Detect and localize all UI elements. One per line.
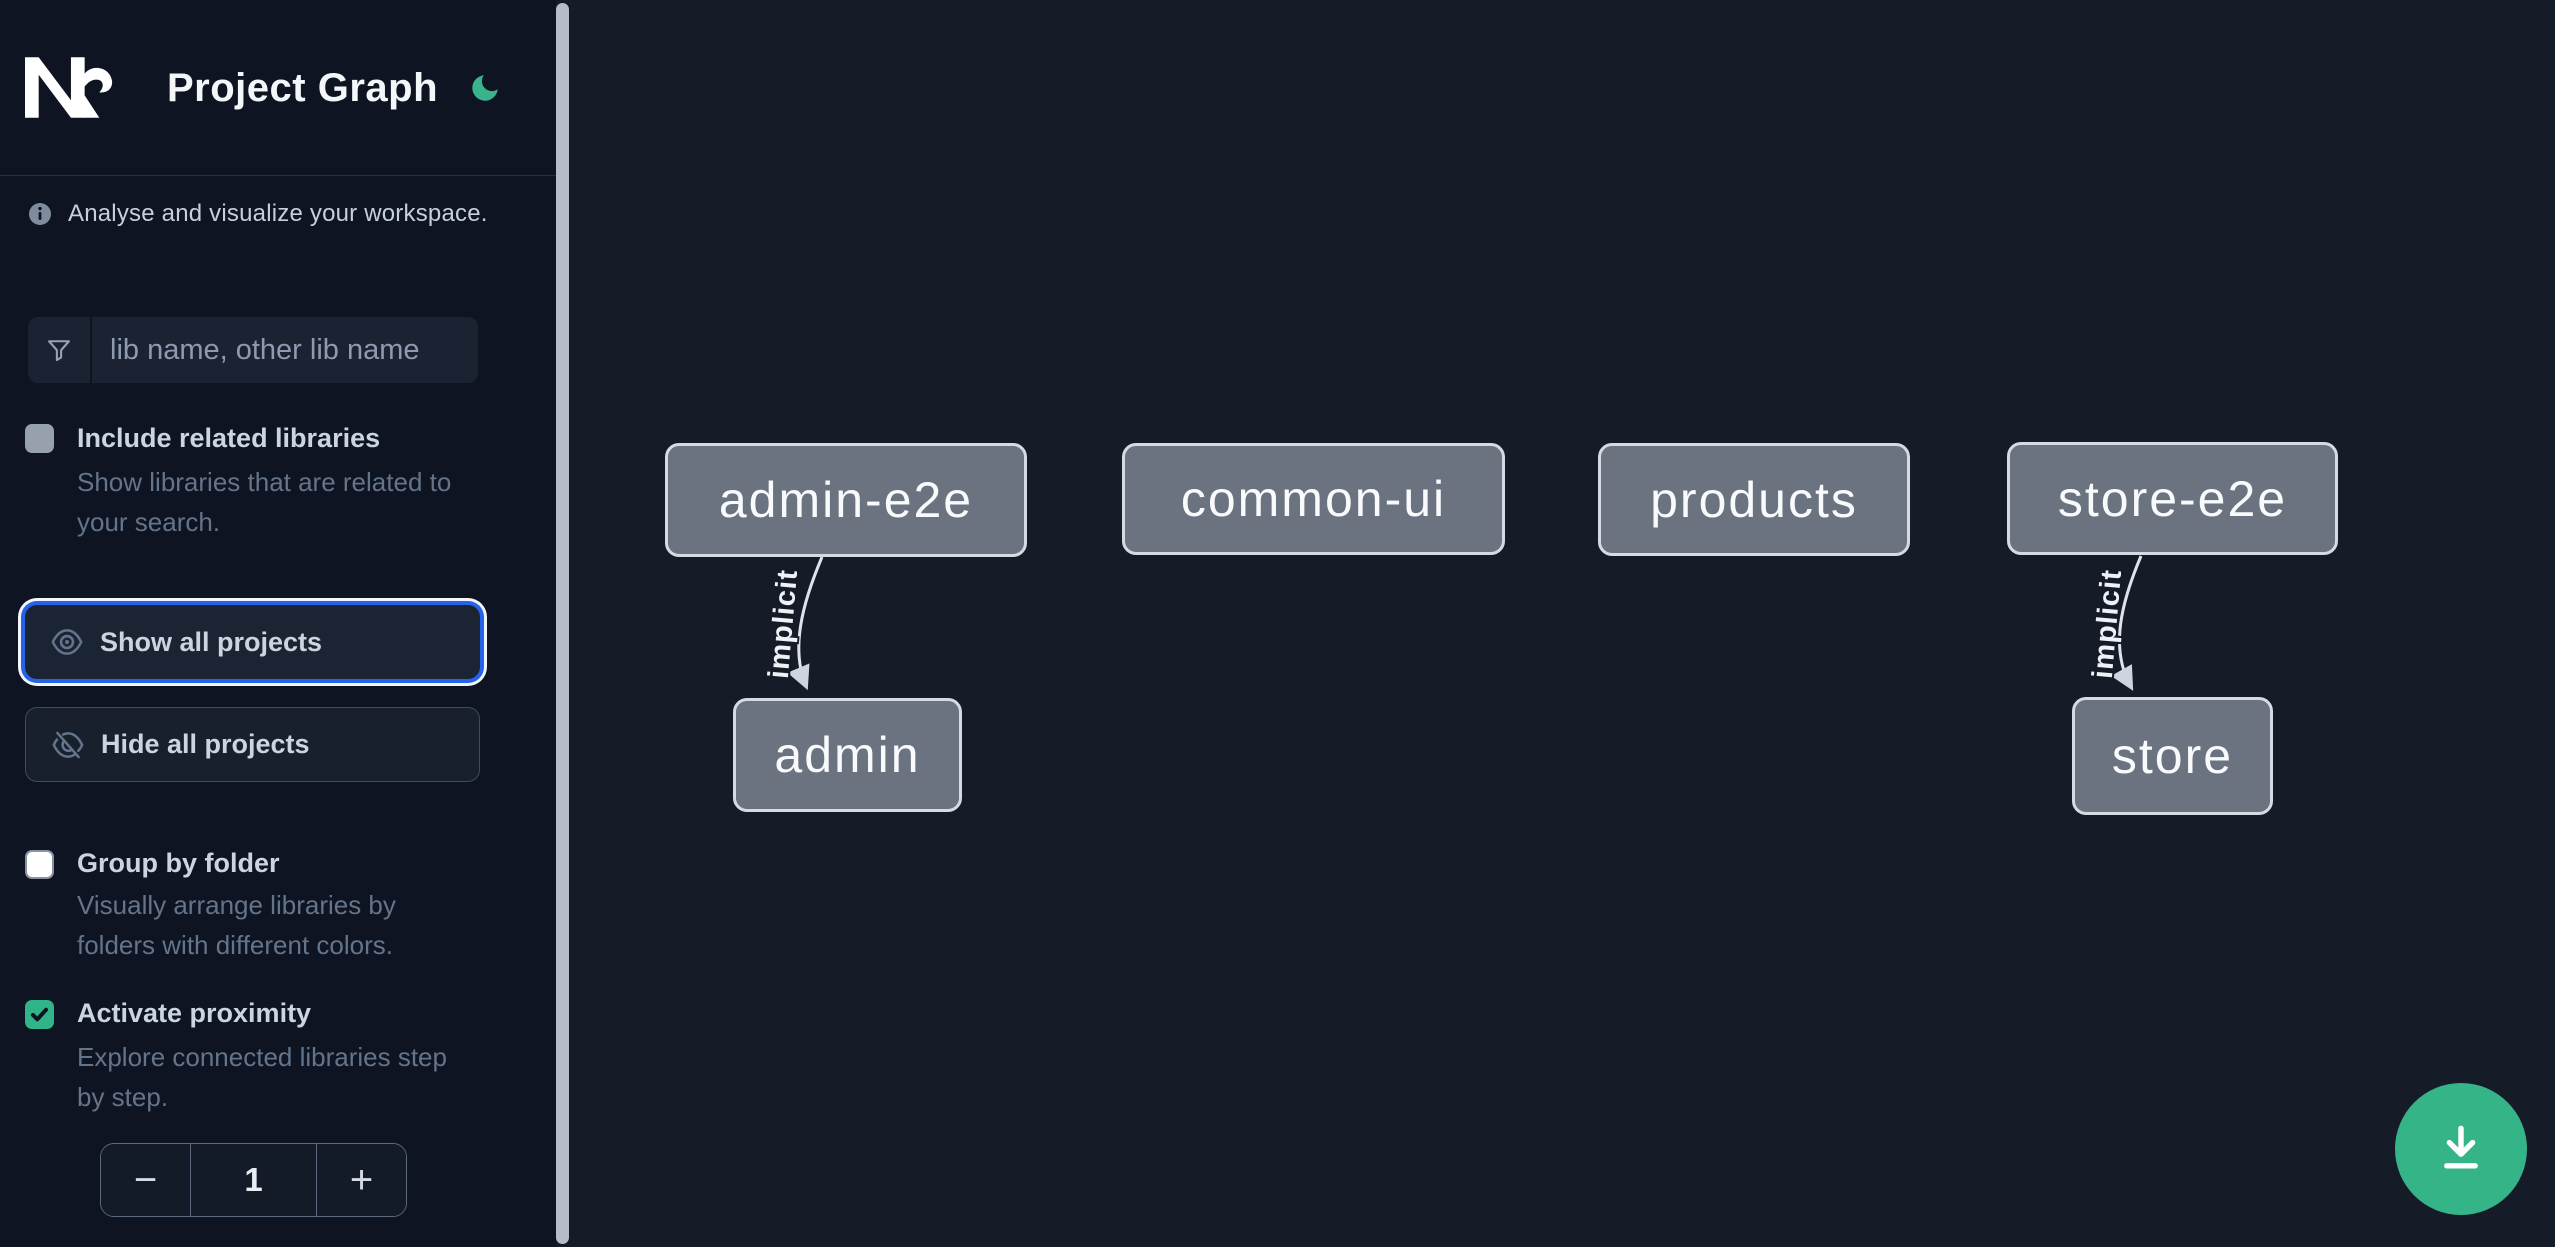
option-label: Group by folder — [77, 848, 280, 878]
graph-node-admin-e2e[interactable]: admin-e2e — [665, 443, 1027, 557]
proximity-stepper: − 1 + — [100, 1143, 407, 1217]
eye-slash-icon — [52, 731, 84, 758]
proximity-value[interactable]: 1 — [190, 1144, 317, 1216]
node-label: admin-e2e — [718, 472, 974, 528]
option-label: Activate proximity — [77, 998, 312, 1028]
info-icon — [29, 203, 51, 225]
option-label: Include related libraries — [77, 423, 381, 453]
page-title: Project Graph — [167, 66, 439, 110]
sidebar-scrollbar[interactable] — [556, 3, 569, 1244]
checkbox-group-by-folder[interactable] — [25, 850, 54, 879]
option-description: Explore connected libraries step by step… — [77, 1042, 447, 1112]
proximity-decrement-button[interactable]: − — [101, 1144, 190, 1216]
graph-node-common-ui[interactable]: common-ui — [1122, 443, 1505, 555]
graph-node-store[interactable]: store — [2072, 697, 2273, 815]
checkbox-include-related — [25, 424, 54, 453]
graph-canvas[interactable] — [569, 0, 2555, 1247]
node-label: common-ui — [1180, 471, 1447, 527]
filter-input[interactable] — [92, 317, 478, 383]
graph-node-products[interactable]: products — [1598, 443, 1910, 556]
filter-box — [28, 317, 478, 383]
check-icon — [30, 1007, 49, 1022]
option-description: Visually arrange libraries by folders wi… — [77, 890, 396, 960]
eye-icon — [51, 629, 83, 655]
nx-logo-icon — [25, 57, 113, 118]
node-label: store — [2111, 728, 2234, 784]
download-image-button[interactable] — [2395, 1083, 2527, 1215]
option-description: Show libraries that are related to your … — [77, 467, 452, 537]
proximity-increment-button[interactable]: + — [317, 1144, 406, 1216]
sidebar: Project Graph Analyse and visualize your… — [0, 0, 556, 1247]
hide-all-projects-button[interactable]: Hide all projects — [25, 707, 480, 782]
tagline-text: Analyse and visualize your workspace. — [68, 200, 488, 227]
checkbox-activate-proximity[interactable] — [25, 1000, 54, 1029]
moon-icon — [472, 74, 498, 101]
download-icon — [2444, 1125, 2478, 1169]
theme-toggle-button[interactable] — [466, 70, 504, 108]
node-label: store-e2e — [2057, 470, 2288, 527]
show-all-projects-button[interactable]: Show all projects — [25, 605, 480, 679]
funnel-icon — [28, 317, 92, 383]
hide-all-projects-label: Hide all projects — [101, 729, 310, 759]
graph-node-admin[interactable]: admin — [733, 698, 962, 812]
node-label: products — [1650, 471, 1858, 528]
sidebar-header: Project Graph — [0, 0, 556, 176]
tagline-row: Analyse and visualize your workspace. — [28, 200, 498, 228]
show-all-projects-label: Show all projects — [100, 626, 323, 657]
node-label: admin — [774, 727, 921, 783]
graph-node-store-e2e[interactable]: store-e2e — [2007, 442, 2338, 555]
